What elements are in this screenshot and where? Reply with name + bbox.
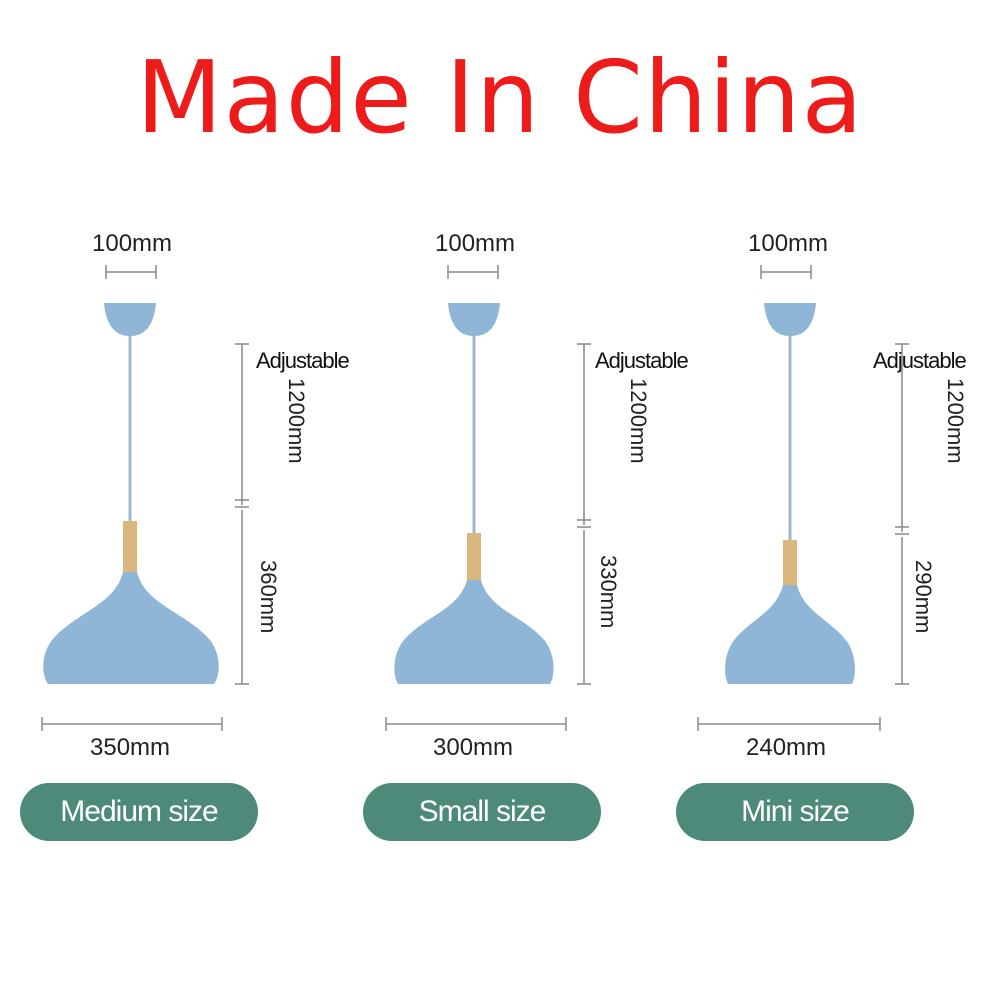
size-badge-small: Small size bbox=[363, 783, 601, 841]
dimension-lines bbox=[697, 265, 909, 731]
lamp-shade bbox=[394, 580, 554, 684]
headline: Made In China bbox=[136, 39, 864, 156]
cord-length-label: 1200mm bbox=[626, 378, 651, 464]
wood-neck bbox=[123, 521, 137, 573]
ceiling-canopy bbox=[104, 303, 156, 336]
cord-length-label: 1200mm bbox=[284, 378, 309, 464]
adjustable-label: Adjustable bbox=[595, 348, 689, 373]
canopy-width-label: 100mm bbox=[748, 230, 829, 257]
canopy-width-label: 100mm bbox=[92, 230, 173, 257]
wood-neck bbox=[783, 540, 797, 586]
lamp-height-label: 360mm bbox=[256, 560, 281, 634]
wood-neck bbox=[467, 533, 481, 581]
dimension-lines bbox=[41, 265, 249, 731]
lamp-width-label: 300mm bbox=[433, 734, 514, 761]
lamp-width-label: 240mm bbox=[746, 734, 827, 761]
lamp-height-label: 290mm bbox=[911, 560, 936, 634]
lamp-shade bbox=[725, 585, 855, 684]
lamp-width-label: 350mm bbox=[90, 734, 171, 761]
ceiling-canopy bbox=[764, 303, 816, 336]
size-badge-mini: Mini size bbox=[676, 783, 914, 841]
size-badge-medium: Medium size bbox=[20, 783, 258, 841]
canopy-width-label: 100mm bbox=[435, 230, 516, 257]
adjustable-label: Adjustable bbox=[873, 348, 967, 373]
cord-length-label: 1200mm bbox=[943, 378, 968, 464]
lamp-height-label: 330mm bbox=[596, 555, 621, 629]
lamp-shade bbox=[43, 572, 219, 684]
adjustable-label: Adjustable bbox=[256, 348, 350, 373]
dimension-lines bbox=[385, 265, 591, 731]
ceiling-canopy bbox=[448, 303, 500, 336]
